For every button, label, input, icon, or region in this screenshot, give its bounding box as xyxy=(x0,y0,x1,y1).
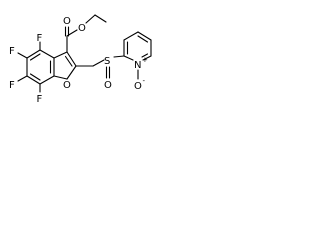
chemical-structure-diagram: F F F F O O O S O N + O - xyxy=(9,14,152,105)
atom-f-top: F xyxy=(37,33,43,44)
bond-pyr-n-c2 xyxy=(123,55,134,61)
bond-c3a-c3 xyxy=(53,51,68,59)
bonds xyxy=(17,14,152,93)
atom-o-carbonyl: O xyxy=(63,16,71,27)
bond-c4-c5 xyxy=(26,49,41,59)
structure-canvas: F F F F O O O S O N + O - xyxy=(0,0,171,126)
atom-labels: F F F F O O O S O N + O - xyxy=(9,16,148,105)
atom-f-upper-left: F xyxy=(9,46,15,57)
bond-s-cpyr xyxy=(113,55,125,58)
bond-pyr-c3-c4 xyxy=(123,31,139,41)
bond-ccarbonyl-oester xyxy=(66,29,78,37)
atom-o-noxide: O xyxy=(134,81,142,92)
atom-o-ring: O xyxy=(63,80,71,91)
atom-o-noxide-charge: - xyxy=(143,77,146,85)
atom-n-pyridine: N xyxy=(134,60,141,71)
bond-c6-f xyxy=(17,75,28,82)
atom-n-charge: + xyxy=(142,56,148,64)
bond-pyr-c6-n-inner xyxy=(141,53,149,58)
bond-c6-c7-inner xyxy=(29,73,41,81)
bond-ch2-ch3 xyxy=(94,14,107,23)
bond-c3a-c4 xyxy=(39,49,55,59)
atom-f-lower-left: F xyxy=(9,80,15,91)
bond-pyr-c4-c5-inner xyxy=(137,35,149,43)
bond-c2-o1 xyxy=(66,65,77,80)
bond-pyr-c6-n xyxy=(142,55,152,61)
bond-pyr-c4-c5 xyxy=(137,31,152,41)
atom-f-bottom: F xyxy=(37,94,43,105)
bond-c5-f xyxy=(17,52,28,59)
bond-c3-c2-inner xyxy=(64,55,73,67)
atom-o-ester: O xyxy=(78,23,86,34)
bond-c6-c7 xyxy=(26,75,41,85)
atom-s-sulfinyl: S xyxy=(104,56,110,67)
bond-c3-c2 xyxy=(66,51,77,67)
bond-oester-ch2 xyxy=(85,14,96,24)
bond-c4-c5-inner xyxy=(29,53,41,61)
bond-ch2-s xyxy=(92,59,105,67)
bond-c7-c7a xyxy=(39,75,55,85)
bond-o1-c7a xyxy=(53,75,68,80)
atom-o-sulfinyl: O xyxy=(104,80,112,91)
